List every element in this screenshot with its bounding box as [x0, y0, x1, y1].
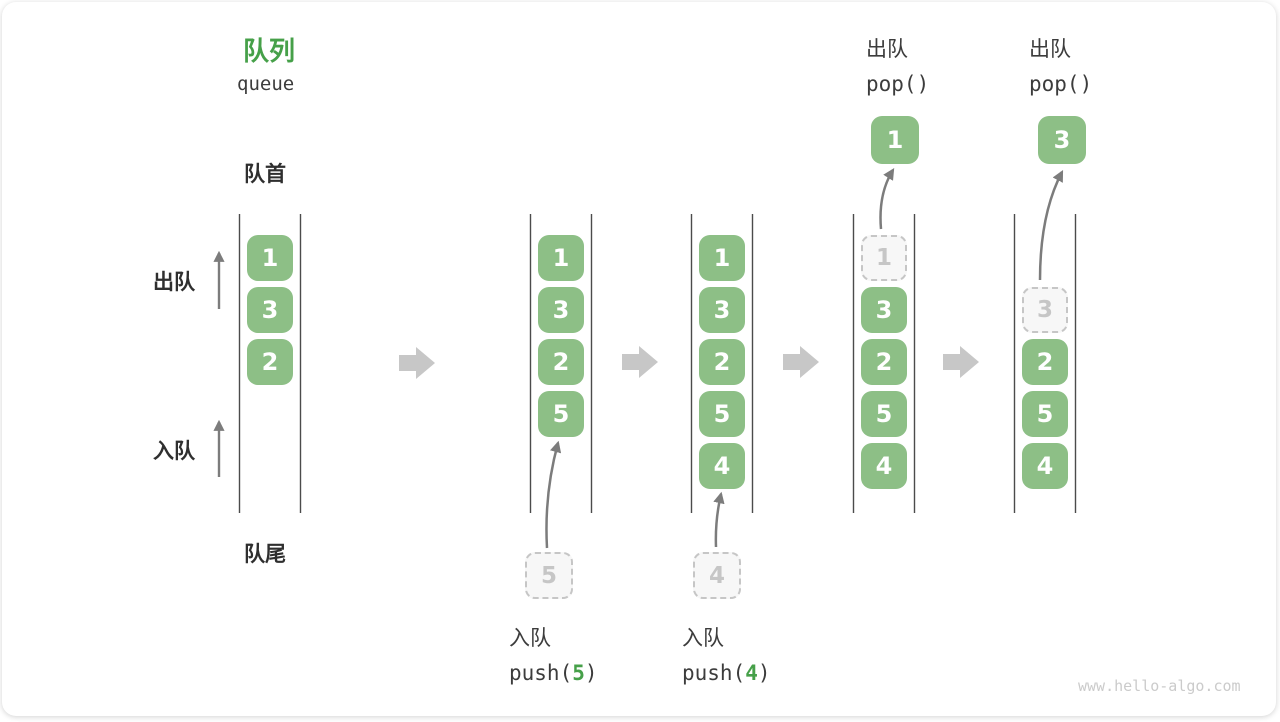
push-arg: 5 — [572, 661, 585, 685]
pop-label-zh: 出队 — [1029, 38, 1071, 61]
queue-block: 5 — [538, 391, 584, 437]
queue-block: 1 — [247, 235, 293, 281]
popped-block: 3 — [1038, 116, 1086, 164]
push-operation-label: 入队 push(5) — [509, 622, 598, 685]
push-code: push(4) — [682, 661, 771, 685]
queue-block: 5 — [699, 391, 745, 437]
queue-block: 3 — [861, 287, 907, 333]
transition-arrow — [783, 346, 819, 378]
transition-arrow — [622, 346, 658, 378]
queue-block: 2 — [861, 339, 907, 385]
queue-block: 4 — [699, 443, 745, 489]
incoming-ghost-block: 5 — [525, 552, 573, 599]
queue-block: 3 — [699, 287, 745, 333]
queue-rear-label: 队尾 — [244, 543, 286, 566]
push-arg: 4 — [745, 661, 758, 685]
page-subtitle: queue — [237, 73, 295, 95]
move-arrow — [1038, 169, 1064, 281]
queue-block: 2 — [699, 339, 745, 385]
queue-slot-ghost: 1 — [861, 235, 907, 281]
dequeue-side-label: 出队 — [153, 271, 195, 294]
transition-arrow — [943, 346, 979, 378]
queue-front-label: 队首 — [244, 163, 286, 186]
move-arrow — [545, 440, 562, 549]
queue-block: 2 — [247, 339, 293, 385]
pop-operation-label: 出队 pop() — [866, 33, 929, 96]
queue-slot-ghost: 3 — [1022, 287, 1068, 333]
queue-block: 4 — [861, 443, 907, 489]
pop-code: pop() — [1029, 72, 1093, 96]
push-code: push(5) — [509, 661, 598, 685]
incoming-ghost-block: 4 — [693, 552, 741, 599]
queue-block: 3 — [538, 287, 584, 333]
watermark: www.hello-algo.com — [1078, 677, 1241, 695]
push-operation-label: 入队 push(4) — [682, 622, 771, 685]
push-label-zh: 入队 — [509, 627, 551, 650]
move-arrow — [713, 491, 725, 548]
transition-arrow — [399, 347, 435, 379]
push-label-zh: 入队 — [682, 627, 724, 650]
queue-block: 2 — [538, 339, 584, 385]
queue-block: 4 — [1022, 443, 1068, 489]
queue-block: 2 — [1022, 339, 1068, 385]
queue-block: 5 — [1022, 391, 1068, 437]
pop-code: pop() — [866, 72, 930, 96]
move-arrow — [879, 168, 895, 230]
page-title: 队列 — [243, 36, 296, 66]
queue-block: 5 — [861, 391, 907, 437]
popped-block: 1 — [871, 116, 919, 164]
queue-block: 3 — [247, 287, 293, 333]
queue-block: 1 — [538, 235, 584, 281]
queue-block: 1 — [699, 235, 745, 281]
pop-operation-label: 出队 pop() — [1029, 33, 1092, 96]
pop-label-zh: 出队 — [866, 38, 908, 61]
enqueue-side-label: 入队 — [153, 440, 195, 463]
